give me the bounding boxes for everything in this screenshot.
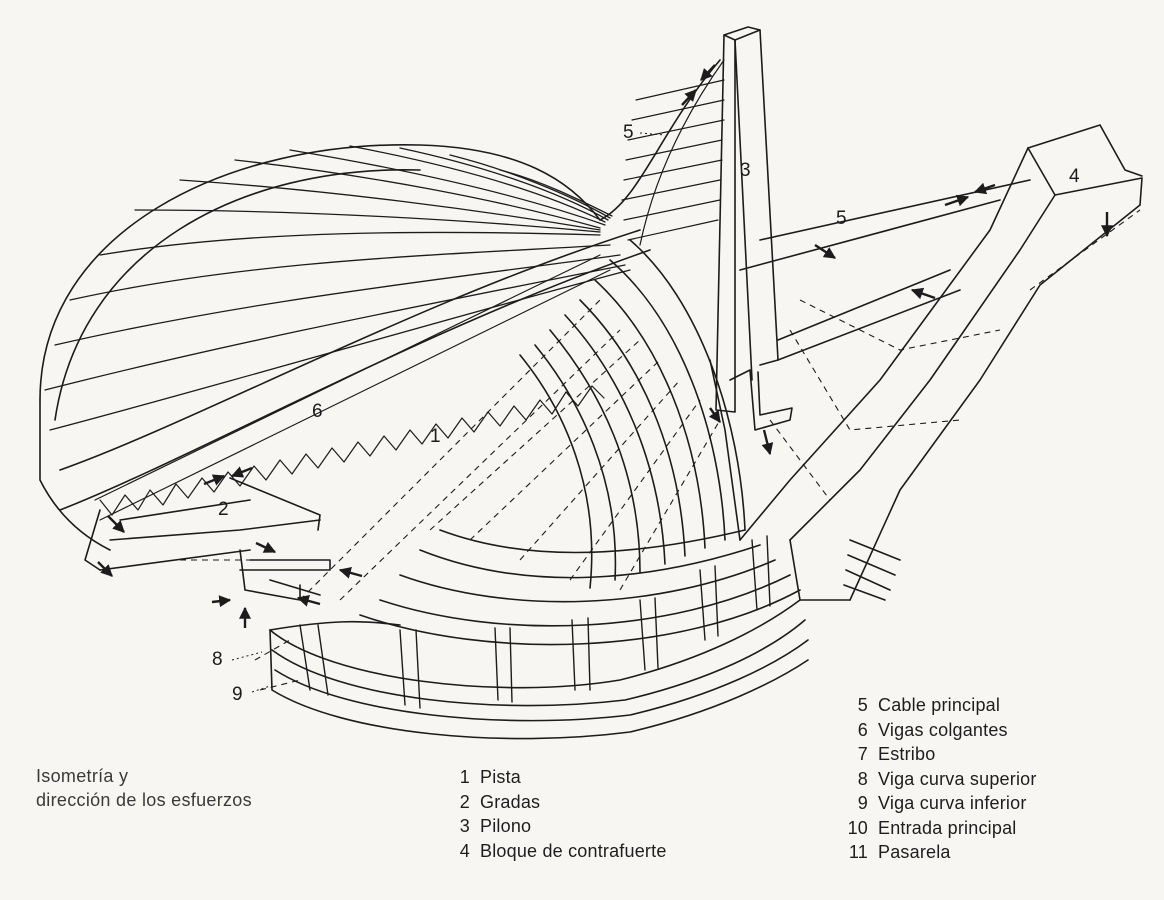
legend-item: 9 Viga curva inferior xyxy=(840,791,1037,816)
legend-number: 10 xyxy=(847,817,868,838)
legend-item: 8 Viga curva superior xyxy=(840,767,1037,792)
leader-lines xyxy=(231,132,666,693)
legend-text: Pilono xyxy=(480,816,532,836)
legend-text: Bloque de contrafuerte xyxy=(480,840,667,861)
legend-item: 3 Pilono xyxy=(446,814,667,839)
curved-beams xyxy=(269,535,809,740)
legend-number: 1 xyxy=(459,767,470,787)
legend-text: Entrada principal xyxy=(878,817,1017,838)
label-5-right: 5 xyxy=(836,208,847,229)
force-lines xyxy=(180,209,1141,691)
label-3: 3 xyxy=(740,160,751,181)
legend-text: Gradas xyxy=(480,791,541,812)
label-1: 1 xyxy=(430,426,441,447)
caption-line-2: dirección de los esfuerzos xyxy=(36,790,252,810)
pylon xyxy=(709,26,961,541)
label-4: 4 xyxy=(1069,166,1080,187)
legend-item: 6 Vigas colgantes xyxy=(840,718,1037,743)
legend-item: 4 Bloque de contrafuerte xyxy=(446,839,667,864)
abutment xyxy=(729,369,793,431)
legend-text: Viga curva inferior xyxy=(878,793,1027,813)
main-cable-right-lower xyxy=(739,199,1001,271)
legend-number: 11 xyxy=(848,842,868,862)
legend-number: 2 xyxy=(459,791,470,812)
legend-text: Estribo xyxy=(878,744,936,764)
force-arrows xyxy=(97,64,1113,628)
legend-text: Cable principal xyxy=(878,695,1001,715)
legend-text: Viga curva superior xyxy=(878,768,1037,789)
legend-text: Vigas colgantes xyxy=(878,719,1008,740)
legend-text: Pasarela xyxy=(878,842,951,862)
label-2: 2 xyxy=(218,499,229,520)
label-9: 9 xyxy=(232,684,243,705)
legend-right: 5 Cable principal 6 Vigas colgantes 7 Estri… xyxy=(840,693,1037,865)
legend-item: 1 Pista xyxy=(446,765,667,790)
label-6: 6 xyxy=(312,401,323,422)
legend-item: 2 Gradas xyxy=(446,790,667,815)
legend-item: 7 Estribo xyxy=(840,742,1037,767)
lower-tier-left xyxy=(84,477,331,601)
buttress-block xyxy=(739,124,1143,601)
legend-number: 4 xyxy=(459,840,470,861)
legend-number: 3 xyxy=(459,816,470,836)
caption-line-1: Isometría y xyxy=(36,766,129,786)
seating-tiers xyxy=(359,239,801,646)
legend-number: 8 xyxy=(857,768,868,789)
pylon-stays xyxy=(621,59,725,246)
legend-number: 6 xyxy=(857,719,868,740)
legend-number: 9 xyxy=(857,793,868,813)
label-5-top: 5 xyxy=(623,122,634,143)
legend-left: 1 Pista 2 Gradas 3 Pilono 4 Bloque de contra… xyxy=(446,765,667,863)
legend-text: Pista xyxy=(480,767,522,787)
label-8: 8 xyxy=(212,649,223,670)
legend-item: 11 Pasarela xyxy=(840,840,1037,865)
legend-number: 5 xyxy=(857,695,868,715)
hanging-beams-lattice xyxy=(94,254,611,521)
legend-item: 10 Entrada principal xyxy=(840,816,1037,841)
legend-item: 5 Cable principal xyxy=(840,693,1037,718)
figure-caption: Isometría y dirección de los esfuerzos xyxy=(36,764,252,812)
legend-number: 7 xyxy=(857,744,868,764)
